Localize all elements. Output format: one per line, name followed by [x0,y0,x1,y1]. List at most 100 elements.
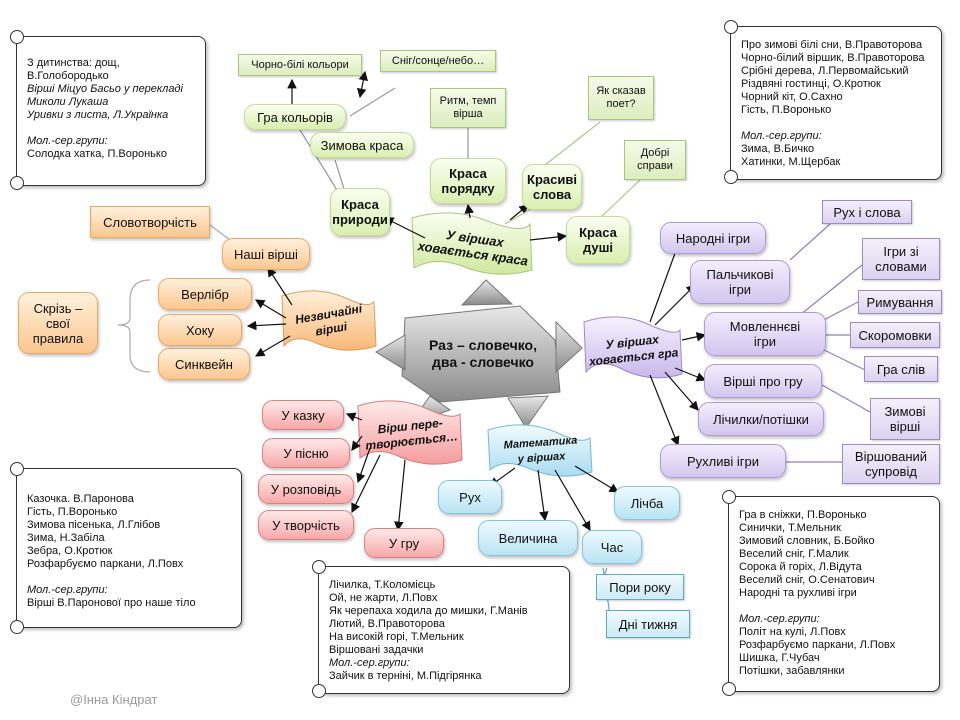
node-own-rules: Скрізь – свої правила [18,292,98,354]
node-speech-games: Мовленнєві ігри [704,312,826,356]
note-line: З дитинства: дощ, [27,57,120,69]
node-wordcraft: Словотворчість [90,206,210,238]
hub-math: Математика у віршах [503,434,578,466]
note-line: Лічилка, Т.Коломієць [329,579,436,591]
note-line: Зимовий словник, Б.Бойко [739,535,875,547]
note-line: Мол.-сер.групи: [27,135,108,147]
scroll-curl-icon [10,176,24,190]
hub-beauty-banner [411,212,533,275]
scroll-curl-icon [724,20,738,34]
note-line: Зима, Н.Забіла [27,532,105,544]
hub-transform-banner [357,400,463,465]
node-to-game: У гру [364,528,444,558]
note-line: Синички, Т.Мельник [739,522,841,534]
node-movement-words: Рух і слова [822,200,912,224]
note-line: Політ на кулі, Л.Повх [739,626,846,638]
note-line: Як черепаха ходила до мишки, Г.Манів [329,605,528,617]
node-motion: Рух [438,480,502,514]
note-line: Чорний кіт, О.Сахно [741,91,843,103]
note-line: Срібні дерева, Л.Первомайський [741,65,909,77]
note-line: Сорока й горіх, Л.Відута [739,561,862,573]
node-word-play: Гра слів [864,356,938,382]
note-line: Народні та рухливі ігри [739,587,857,599]
node-to-story: У розповідь [258,474,354,504]
note-line: Віршовані задачки [329,644,424,656]
note-line: Різдвяні гостинці, О.Кротюк [741,78,881,90]
node-bw-colors: Чорно-білі кольори [238,54,362,76]
note-line: Мол.-сер.групи: [27,584,108,596]
note-line: Мол.-сер.групи: [741,130,822,142]
note-line: В.Голобородько [27,70,109,82]
node-beauty-order: Краса порядку [430,158,506,204]
node-colors-game: Гра кольорів [244,104,346,130]
node-folk-games: Народні ігри [660,222,766,254]
node-word-games: Ігри зі словами [862,238,940,280]
author-credit: @Інна Кіндрат [70,692,158,707]
node-to-tale: У казку [262,400,344,430]
hub-game-banner [583,316,683,379]
node-count: Лічба [614,486,680,520]
center-title: Раз – словечко, два - словечко [429,337,537,370]
note-line: Веселий сніг, Г.Малик [739,548,849,560]
node-weekdays: Дні тижня [606,610,690,638]
note-line: Ой, не жарти, Л.Повх [329,592,438,604]
note-line: Уривки з листа, Л.Українка [27,109,169,121]
scroll-curl-icon [10,30,24,44]
node-finger-games: Пальчикові ігри [690,260,790,304]
note-line: Гість, П.Воронько [27,506,118,518]
node-our-poems: Наші вірші [222,238,310,270]
note-line: Про зимові білі сни, В.Правоторова [741,39,923,51]
hub-unusual-banner [281,290,377,351]
scroll-curl-icon [722,682,736,696]
scroll-curl-icon [312,684,326,698]
note-line: Мол.-сер.групи: [329,657,410,669]
node-poet: Як сказав поет? [588,76,654,120]
note-line: Чорно-білий віршик, В.Правоторова [741,52,925,64]
node-to-song: У пісню [262,438,350,468]
note-line: Веселий сніг, О.Сенатович [739,574,875,586]
node-time: Час [582,530,642,564]
note-line: Зебра, О.Кротюк [27,545,113,557]
note-line: На високій горі, Т.Мельник [329,631,464,643]
note-line: Вірші В.Паронової про наше тіло [27,597,196,609]
note-line: Гість, П.Воронько [741,104,832,116]
node-accompaniment: Віршований супровід [842,444,940,484]
note-line: Розфарбуємо паркани, Л.Повх [739,639,896,651]
node-cinquain: Синквейн [158,348,250,380]
node-snow-sun: Сніг/сонце/небо… [380,50,496,72]
scroll-curl-icon [312,560,326,574]
note-line: Вірші Міцуо Басьо у перекладі [27,83,183,95]
hub-math-banner [487,424,593,477]
node-tongue-twisters: Скоромовки [850,322,940,348]
note-line: Зайчик в терніні, М.Підгірянка [329,670,482,682]
node-rhyming: Римування [858,290,942,314]
node-winter-beauty: Зимова краса [310,132,414,158]
note-line: Солодка хатка, П.Воронько [27,148,167,160]
node-poems-about-game: Вірші про гру [704,364,822,398]
node-quantity: Величина [478,520,578,556]
scroll-curl-icon [722,490,736,504]
node-seasons: Пори року [596,574,684,600]
note-line: Лютий, В.Правоторова [329,618,445,630]
node-good-deeds: Добрі справи [624,140,686,180]
node-counting-rhymes: Лічилки/потішки [698,402,824,436]
scroll-curl-icon [10,620,24,634]
node-beauty-words: Красиві слова [522,164,582,210]
note-line: Зима, В.Бичко [741,143,815,155]
node-rhythm: Ритм, темп вірша [430,88,506,128]
scroll-curl-icon [724,170,738,184]
node-winter-poems: Зимові вірші [870,398,940,440]
note-line [741,117,931,130]
node-haiku: Хоку [158,314,242,346]
node-verlibre: Верлібр [158,278,252,310]
note-line: Казочка. В.Паронова [27,493,134,505]
note-line: Розфарбуємо паркани, Л.Повх [27,558,184,570]
center-arrow-shape [375,279,583,429]
note-line [27,122,195,135]
note-line [739,600,929,613]
node-beauty-nature: Краса природи [330,188,390,236]
